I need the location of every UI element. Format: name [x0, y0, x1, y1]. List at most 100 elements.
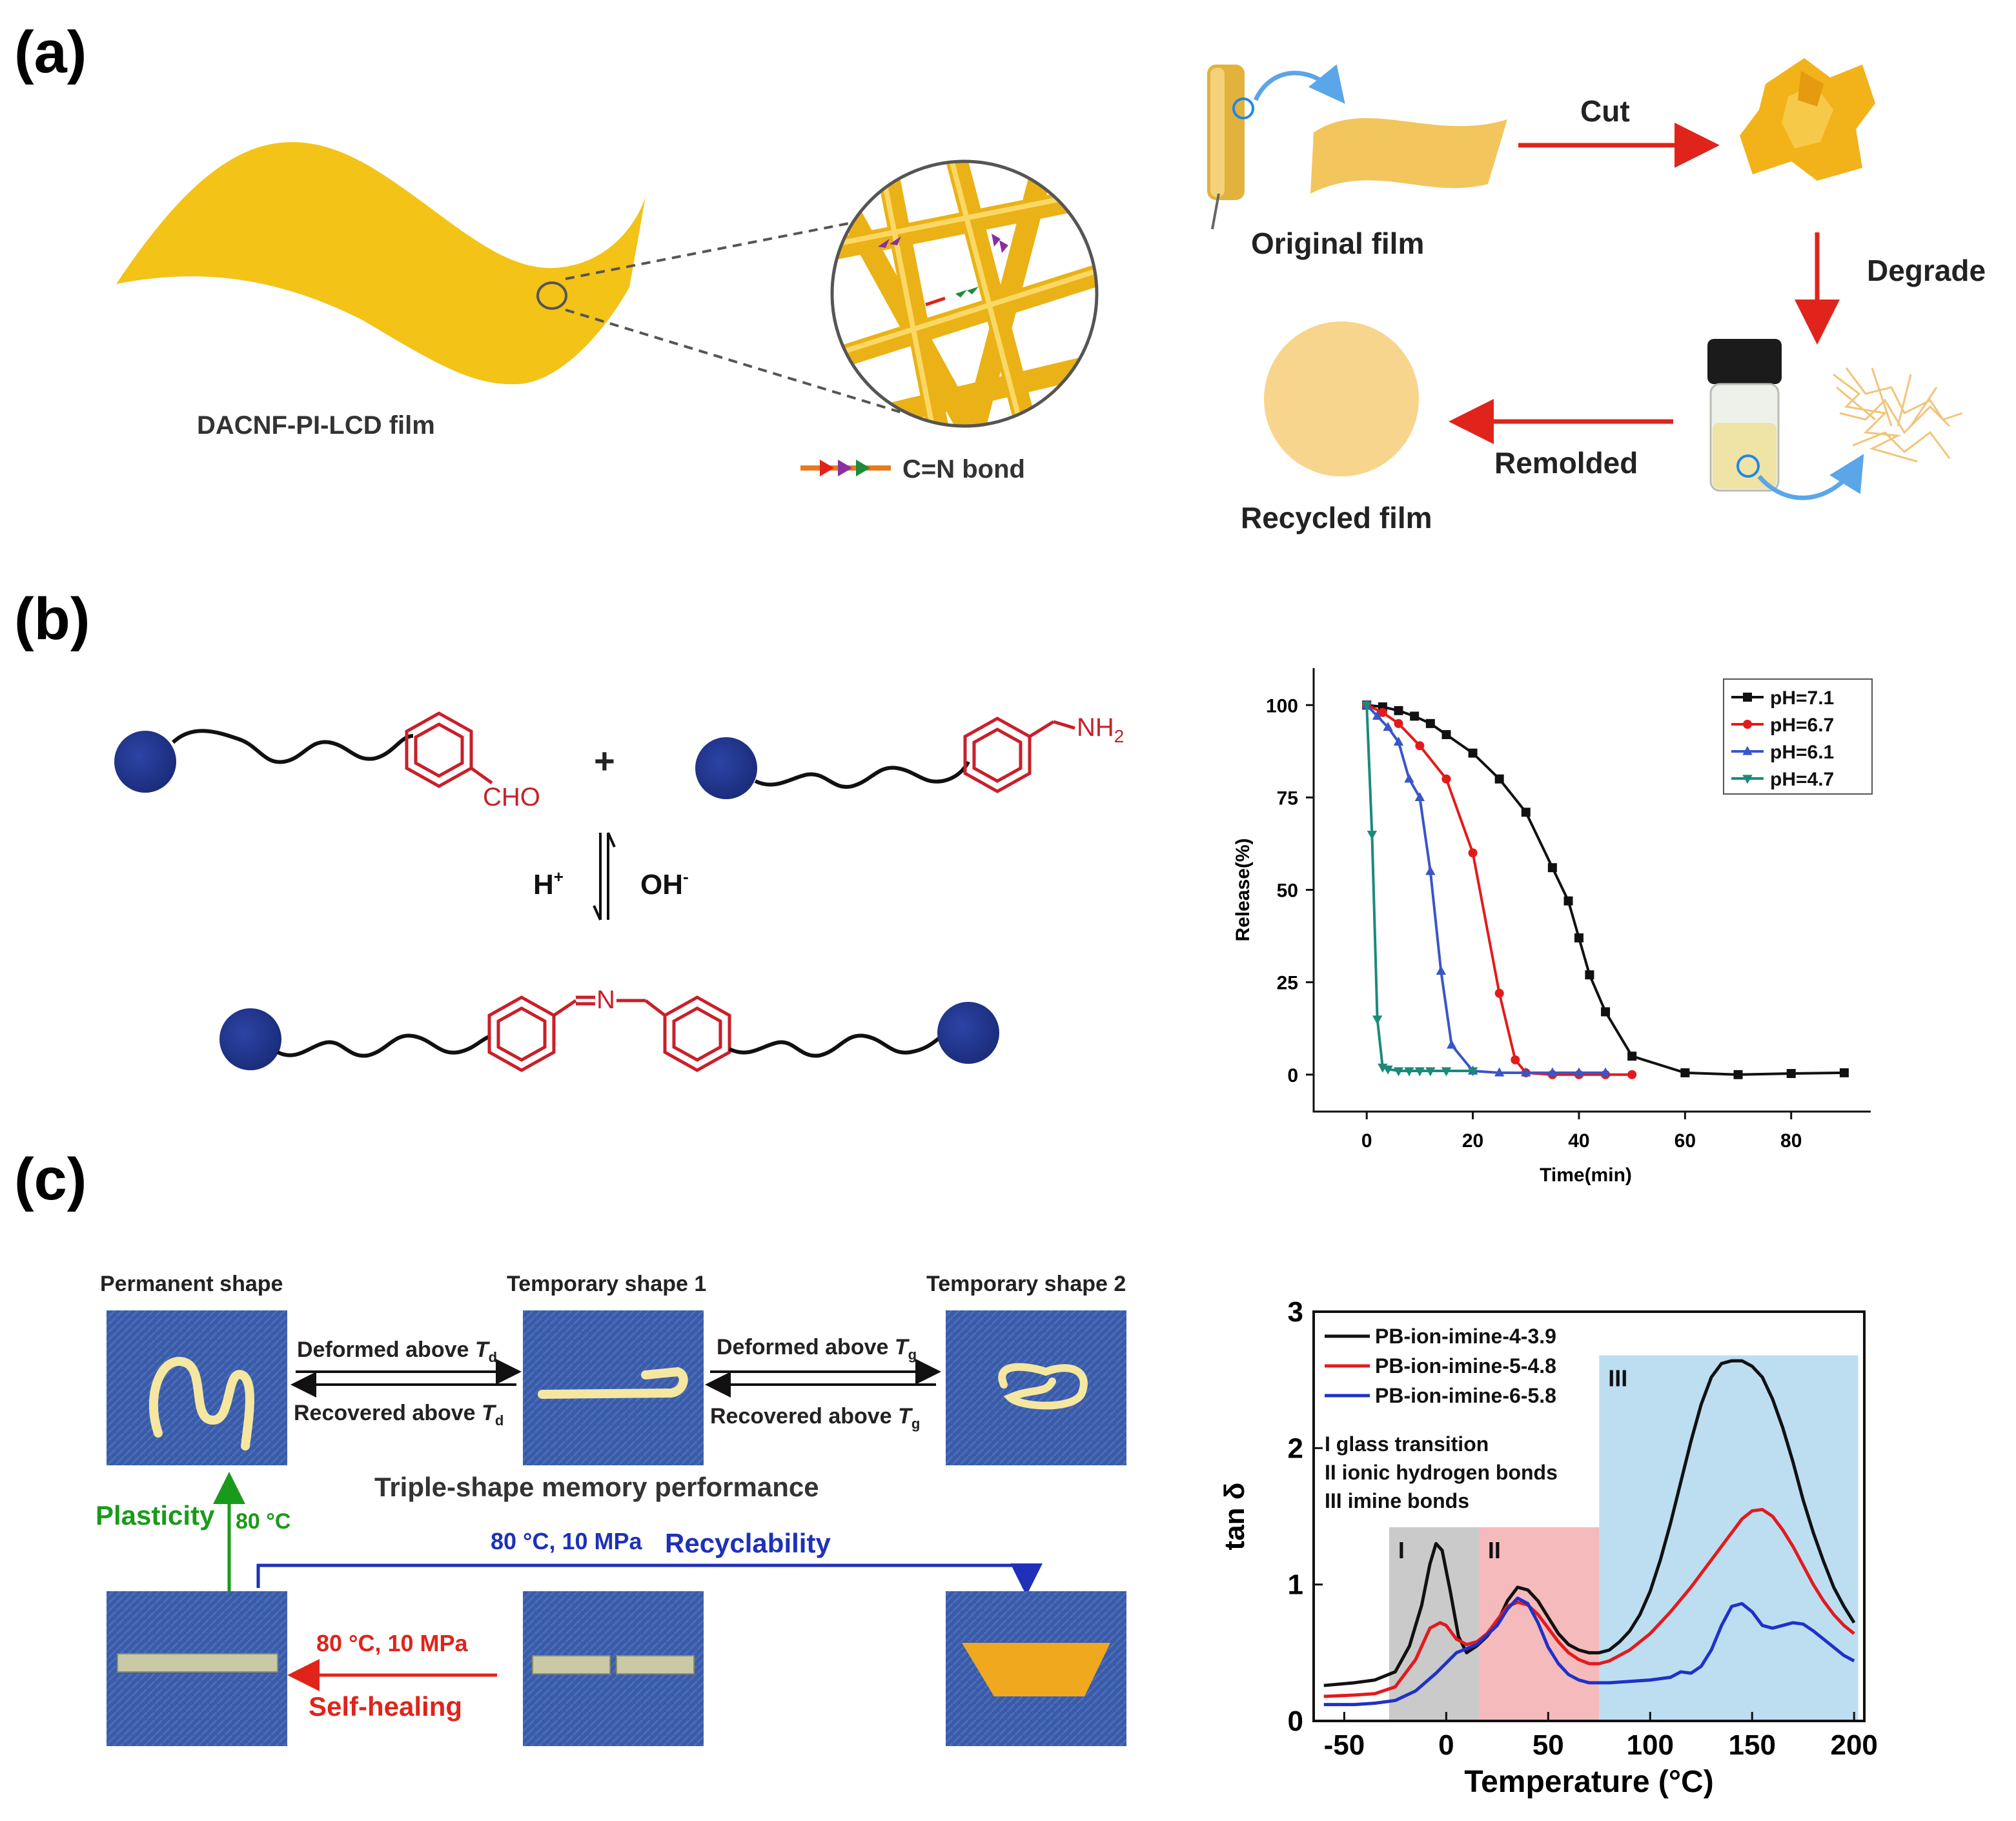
- data-point: [1521, 808, 1531, 817]
- zoom-spot: [536, 281, 567, 310]
- x-tick-label: -50: [1324, 1729, 1365, 1761]
- data-point: [1372, 1015, 1383, 1025]
- data-point: [1468, 748, 1478, 758]
- zoom-line-top: [565, 221, 853, 280]
- benzene-ring-amine: [963, 717, 1075, 793]
- data-point: [1415, 741, 1425, 751]
- data-point: [1394, 718, 1403, 728]
- legend-marker: [1743, 693, 1752, 702]
- series-line: [1365, 705, 1473, 1073]
- legend-entry: PB-ion-imine-4-3.9: [1375, 1325, 1556, 1348]
- y-tick-label: 0: [1287, 1065, 1298, 1086]
- photo-permanent-shape: [107, 1310, 287, 1465]
- zoom-line-bottom: [565, 309, 904, 414]
- plasticity-label: Plasticity: [96, 1500, 215, 1531]
- heal-condition: 80 °C, 10 MPa: [316, 1630, 468, 1656]
- data-point: [1383, 722, 1393, 731]
- benzene-ring-product-left: [487, 995, 595, 1072]
- y-tick-label: 50: [1277, 880, 1298, 902]
- data-point: [1367, 831, 1378, 840]
- polymer-bead: [114, 731, 176, 793]
- gold-film: [116, 142, 646, 385]
- photo-healed-strip: [107, 1591, 287, 1746]
- region-annotation: I glass transition: [1325, 1432, 1489, 1456]
- panel-b: (b) CHO + NH2 H+ OH-: [14, 586, 1124, 1072]
- polymer-bead: [937, 1002, 999, 1064]
- legend-marker: [1742, 746, 1753, 755]
- data-point: [1600, 1067, 1611, 1077]
- region-label: II: [1488, 1537, 1501, 1563]
- self-healing-label: Self-healing: [309, 1691, 462, 1722]
- x-tick-label: 20: [1462, 1130, 1483, 1152]
- triple-shape-caption: Triple-shape memory performance: [374, 1472, 819, 1502]
- x-tick-label: 100: [1627, 1729, 1674, 1761]
- y-tick-label: 0: [1288, 1705, 1303, 1737]
- data-point: [1547, 863, 1557, 873]
- data-point: [1786, 1069, 1796, 1079]
- data-point: [1627, 1052, 1637, 1061]
- polymer-chain: [754, 760, 970, 789]
- data-point: [1446, 1039, 1457, 1049]
- recycled-film-label: Recycled film: [1241, 501, 1432, 534]
- data-point: [1494, 774, 1504, 784]
- recyclability-label: Recyclability: [665, 1528, 831, 1558]
- data-point: [1410, 711, 1420, 721]
- x-tick-label: 50: [1532, 1729, 1564, 1761]
- degrade-label: Degrade: [1867, 254, 1986, 287]
- data-point: [1436, 966, 1446, 975]
- recovered-tg-label: Recovered above Tg: [710, 1404, 920, 1432]
- photo-recycled-sample: [946, 1591, 1126, 1746]
- nh2-label: NH2: [1077, 713, 1124, 746]
- y-tick-label: 3: [1288, 1296, 1303, 1328]
- legend-marker: [1742, 775, 1753, 784]
- degraded-fibers: [1833, 367, 1963, 463]
- series-line: [1323, 1359, 1856, 1687]
- temp-shape-2-label: Temporary shape 2: [926, 1272, 1126, 1296]
- data-point: [1441, 1067, 1452, 1077]
- x-tick-label: 60: [1675, 1130, 1696, 1152]
- y-axis-label: Release(%): [1232, 838, 1254, 941]
- polymer-bead: [219, 1008, 281, 1070]
- film-label: DACNF-PI-LCD film: [197, 411, 435, 440]
- data-point: [1425, 1067, 1436, 1077]
- legend-marker: [1743, 720, 1752, 729]
- data-point: [1441, 774, 1451, 784]
- x-tick-label: 80: [1780, 1130, 1802, 1152]
- data-point: [1563, 896, 1573, 906]
- photo-cut-strip: [523, 1591, 704, 1746]
- data-point: [1547, 1067, 1558, 1077]
- polymer-bead: [695, 737, 757, 799]
- legend-entry: PB-ion-imine-6-5.8: [1375, 1384, 1556, 1407]
- plus-sign: +: [594, 740, 615, 781]
- zoom-arrow-film: [1253, 64, 1345, 104]
- data-point: [1511, 1055, 1520, 1064]
- series-line: [1365, 704, 1606, 1074]
- recycle-condition: 80 °C, 10 MPa: [491, 1528, 642, 1554]
- data-point: [1680, 1068, 1690, 1077]
- y-tick-label: 25: [1277, 973, 1298, 994]
- bond-label: C=N bond: [902, 455, 1025, 483]
- cn-bond-legend-icon: [800, 460, 891, 476]
- equilibrium-arrowhead-down: [593, 905, 602, 921]
- data-point: [1383, 1065, 1393, 1075]
- data-point: [1441, 730, 1451, 740]
- cn-bond-icons-in-network: [878, 234, 1008, 307]
- panel-b-label: (b): [14, 586, 90, 652]
- data-point: [1393, 1067, 1404, 1077]
- region-annotation: III imine bonds: [1325, 1489, 1469, 1512]
- y-axis-label: tan δ: [1219, 1483, 1250, 1551]
- polymer-chain: [276, 1033, 492, 1058]
- data-point: [1414, 791, 1425, 801]
- original-film-label: Original film: [1251, 227, 1424, 260]
- tan-axes-frame: [1312, 1310, 1866, 1722]
- polymer-chain: [728, 1033, 944, 1058]
- equilibrium-arrowhead-up: [607, 832, 616, 848]
- region-label: I: [1398, 1537, 1405, 1563]
- remolded-label: Remolded: [1494, 446, 1638, 480]
- flat-film: [1310, 118, 1507, 194]
- recycled-film-disc: [1264, 321, 1419, 476]
- x-axis-label: Temperature (°C): [1464, 1765, 1713, 1799]
